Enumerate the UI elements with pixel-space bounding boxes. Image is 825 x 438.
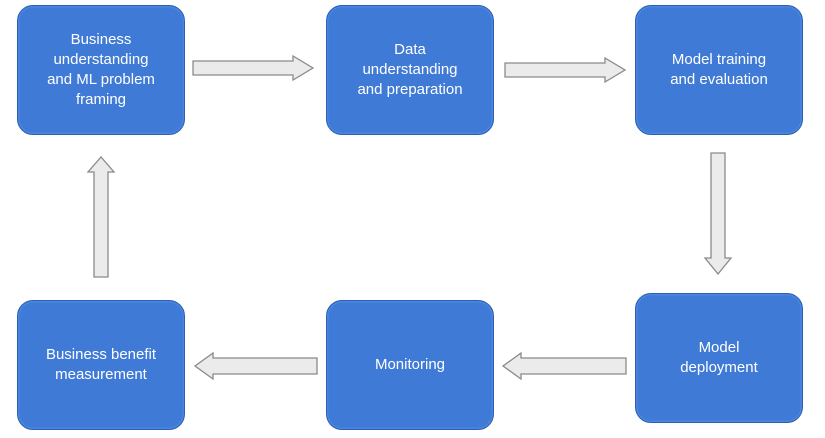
node-business-understanding: Business understanding and ML problem fr…	[17, 5, 185, 135]
node-label: Business benefit measurement	[45, 346, 157, 383]
node-data-understanding: Data understanding and preparation	[326, 5, 494, 135]
arrow-left-2	[193, 351, 318, 381]
node-model-training: Model training and evaluation	[635, 5, 803, 135]
node-label: Monitoring	[374, 356, 446, 373]
node-label: Business understanding and ML problem fr…	[47, 31, 155, 108]
node-model-deployment: Model deployment	[635, 293, 803, 423]
arrow-right-1	[192, 54, 315, 82]
node-business-benefit: Business benefit measurement	[17, 300, 185, 430]
node-label: Model deployment	[680, 339, 758, 376]
arrow-down	[703, 152, 733, 276]
node-label: Model training and evaluation	[670, 51, 768, 88]
arrow-up	[86, 156, 116, 278]
arrow-left-1	[501, 351, 627, 381]
node-monitoring: Monitoring	[326, 300, 494, 430]
node-label: Data understanding and preparation	[357, 41, 463, 98]
arrow-right-2	[504, 56, 627, 84]
